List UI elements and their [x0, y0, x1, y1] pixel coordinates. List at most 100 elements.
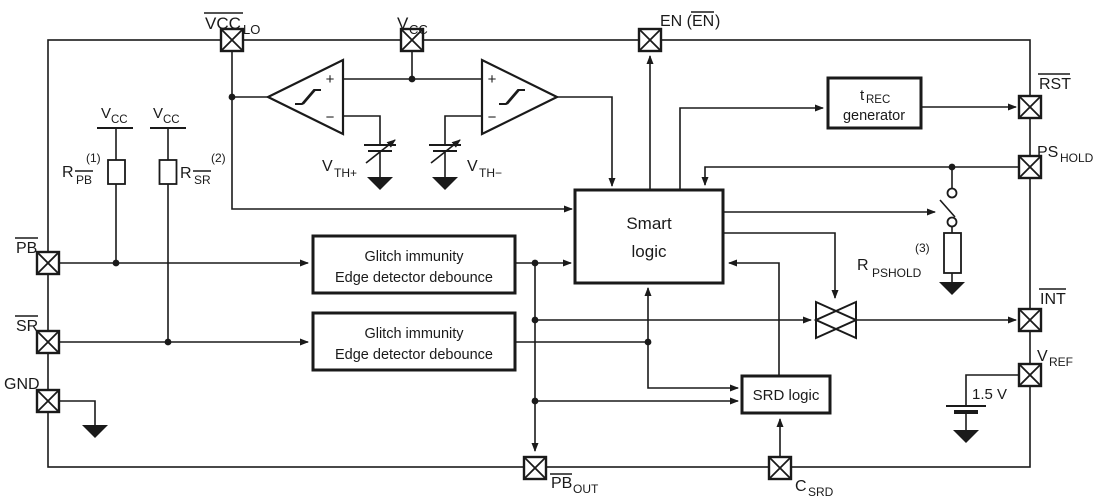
transmission-gate-icon: [813, 300, 859, 340]
smart-logic-box: [573, 188, 725, 285]
vth-minus-source: [429, 144, 461, 152]
block-smart-logic: Smart logic: [573, 188, 725, 285]
component-labels: V CC V CC R PB (1) R SR (2) R PSHOLD (3)…: [62, 105, 1007, 403]
label-rail2: V CC: [153, 105, 180, 126]
pbout-text: PB: [551, 475, 572, 492]
wire-srd-to-smart: [728, 259, 780, 376]
label-vth-minus: V TH−: [467, 158, 502, 180]
rpb-note: (1): [86, 151, 101, 165]
vcc-text: V: [397, 14, 409, 33]
gate-triangle: [813, 300, 857, 340]
junction-dot: [112, 259, 120, 267]
vthp-sub: TH+: [334, 166, 357, 180]
pin-sr: [35, 329, 61, 355]
comparator-minus-label: −: [326, 109, 335, 126]
trec-label: t: [860, 87, 865, 104]
resistor-rsr: [158, 159, 178, 185]
wire-compR-minus: [444, 115, 482, 145]
label-rsr: R SR (2): [180, 151, 226, 187]
label-rpb: R PB (1): [62, 151, 101, 187]
pin-pbout: [522, 455, 548, 481]
pin-int: [1017, 307, 1043, 333]
vcclo-text: VCC: [205, 14, 241, 33]
comparator-plus-label: +: [488, 71, 497, 88]
trec-label-sub: REC: [866, 94, 890, 106]
junction-dot: [531, 316, 539, 324]
rsr-text: R: [180, 165, 192, 182]
rail1-text: V: [101, 105, 111, 122]
resistor-rpshold: [943, 232, 962, 274]
label-vref: V REF: [1037, 348, 1073, 369]
hysteresis-icon: [506, 89, 520, 105]
glitch2-label: Glitch immunity: [364, 326, 464, 342]
vcc-sub: CC: [409, 22, 428, 37]
pin-gnd: [35, 388, 61, 414]
comparator-triangle: [265, 58, 345, 136]
vthp-text: V: [322, 158, 333, 175]
label-rst: RST: [1038, 73, 1071, 93]
label-rail1: V CC: [101, 105, 128, 126]
junction-dots: [112, 75, 956, 405]
switch-contact: [946, 187, 958, 199]
ground-icon: [953, 430, 979, 443]
label-battery: 1.5 V: [972, 386, 1007, 403]
ground-icon: [367, 177, 393, 190]
ground-icon: [82, 425, 108, 438]
glitch2-label: Edge detector debounce: [335, 347, 493, 363]
pshold-text: PS: [1037, 144, 1058, 161]
junction-dot: [408, 75, 416, 83]
pin-labels: VCC LO V CC EN ( EN ) RST PS HOLD INT V: [4, 11, 1094, 499]
vthm-sub: TH−: [479, 166, 502, 180]
label-rpshold: R PSHOLD (3): [857, 241, 930, 280]
ground-icon: [432, 177, 458, 190]
rpshold-sub: PSHOLD: [872, 266, 922, 280]
ground-icon: [939, 282, 965, 295]
block-glitch-1: Glitch immunity Edge detector debounce: [311, 234, 517, 295]
block-glitch-2: Glitch immunity Edge detector debounce: [311, 311, 517, 372]
glitch2-box: [311, 311, 517, 372]
block-srd-logic: SRD logic: [740, 374, 832, 415]
label-pb: PB: [15, 237, 38, 257]
label-vcc: V CC: [397, 14, 428, 37]
switch-blade: [939, 199, 956, 218]
en-close-text: ): [715, 13, 720, 30]
junction-dot: [531, 259, 539, 267]
junction-dot: [644, 338, 652, 346]
wire-smart-to-trec: [679, 104, 824, 190]
vref-sub: REF: [1049, 355, 1073, 369]
label-vth-plus: V TH+: [322, 158, 357, 180]
pin-csrd: [767, 455, 793, 481]
glitch1-box: [311, 234, 517, 295]
gate-triangle: [815, 300, 859, 340]
label-int: INT: [1039, 288, 1066, 308]
hysteresis-icon: [302, 89, 316, 105]
pin-en: [637, 27, 663, 53]
pshold-sub: HOLD: [1060, 151, 1094, 165]
junction-dot: [228, 93, 236, 101]
resistor-rpb: [107, 159, 126, 185]
en-bar-text: EN: [692, 13, 714, 30]
junction-dot: [531, 397, 539, 405]
junction-dot: [164, 338, 172, 346]
rail1-sub: CC: [111, 114, 128, 126]
wire-gnd-pin: [59, 400, 96, 425]
vref-text: V: [1037, 348, 1048, 365]
grounds: [82, 177, 979, 443]
label-gnd: GND: [4, 376, 40, 393]
csrd-text: C: [795, 478, 807, 495]
wire-smart-to-gate: [723, 232, 839, 299]
sr-text: SR: [16, 318, 38, 335]
vthm-text: V: [467, 158, 478, 175]
wire-pshold-feedback: [701, 166, 952, 186]
rpb-sub: PB: [76, 173, 92, 187]
pshold-switch: [939, 187, 958, 228]
wire-compR-to-smart: [557, 96, 616, 187]
vth-plus-source: [364, 144, 396, 152]
label-csrd: C SRD: [795, 478, 834, 499]
trec-label: generator: [843, 108, 905, 124]
wires: [59, 51, 1019, 457]
comparator-right: + −: [480, 58, 560, 136]
rpb-text: R: [62, 164, 74, 181]
